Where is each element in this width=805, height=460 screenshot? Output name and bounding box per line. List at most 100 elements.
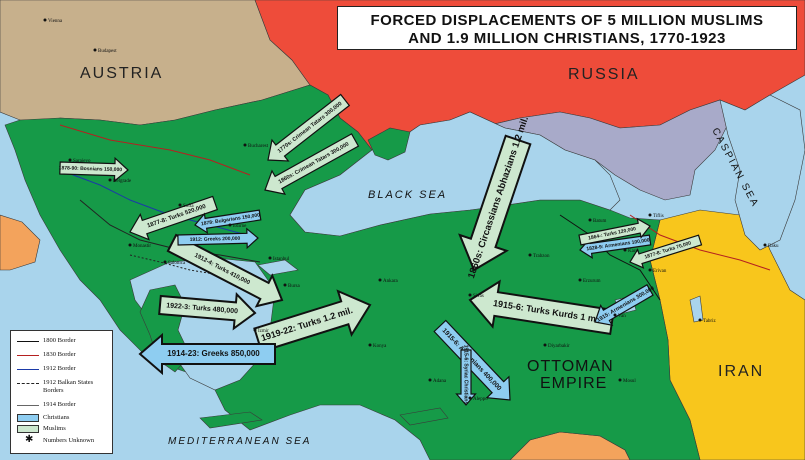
city-dot [648, 213, 652, 217]
city-dot [528, 253, 532, 257]
legend-row-unknown: ✱ Numbers Unknown [17, 434, 112, 453]
marmara [257, 259, 299, 276]
city-label: Konya [373, 344, 387, 349]
city-dot [588, 218, 592, 222]
migration-arrow [594, 283, 654, 327]
legend-row-christians: Christians [17, 414, 112, 424]
border-1830-east [629, 214, 771, 271]
city-label: Edirne [233, 224, 247, 229]
legend-label-christians: Christians [43, 414, 70, 421]
city-dot [368, 343, 372, 347]
city-label: Tiflis [653, 214, 664, 219]
city-label: Salonica [168, 261, 186, 266]
migration-arrow [253, 289, 372, 353]
border-1914 [79, 199, 261, 263]
city-label: Izmir [258, 329, 269, 334]
city-dot [468, 396, 472, 400]
city-label: Belgrade [113, 179, 132, 184]
migration-arrow [177, 227, 259, 250]
legend-label-muslims: Muslims [43, 425, 66, 432]
city-label: Monastir [133, 244, 151, 249]
legend-label-1914: 1914 Border [43, 401, 76, 408]
city-dot [378, 278, 382, 282]
city-label: Budapest [98, 49, 117, 54]
city-dot [613, 313, 617, 317]
city-dot [163, 260, 167, 264]
city-label: Vienna [48, 19, 63, 24]
city-label: Aleppo [473, 397, 488, 402]
city-dot [253, 328, 257, 332]
city-dot [228, 223, 232, 227]
city-dot [698, 318, 702, 322]
city-label: Batum [593, 219, 606, 224]
city-label: Adana [433, 379, 447, 384]
migration-arrow [433, 319, 511, 401]
migration-arrow [267, 93, 351, 162]
caspian-sea [719, 94, 805, 251]
city-label: Baku [768, 244, 779, 249]
label-austria: AUSTRIA [80, 65, 163, 82]
legend-row-balkan: 1912 Balkan States Borders [17, 379, 112, 397]
label-black-sea: BLACK SEA [368, 189, 447, 201]
migration-arrow [138, 332, 276, 376]
city-dot [623, 248, 627, 252]
migration-arrow [158, 292, 257, 331]
city-label: Bursa [288, 284, 300, 289]
border-1830 [59, 124, 251, 176]
label-mediterranean: MEDITERRANEAN SEA [168, 436, 311, 447]
title-line-2: AND 1.9 MILLION CHRISTIANS, 1770-1923 [408, 30, 726, 47]
city-dot [428, 378, 432, 382]
migration-arrow [629, 234, 703, 269]
city-dot [618, 378, 622, 382]
label-empire: EMPIRE [540, 375, 607, 392]
city-dot [578, 278, 582, 282]
crimea [367, 127, 411, 161]
title-line-1: FORCED DISPLACEMENTS OF 5 MILLION MUSLIM… [370, 12, 764, 29]
migration-arrow [468, 279, 615, 336]
city-dot [648, 268, 652, 272]
city-label: Istanbul [273, 257, 290, 262]
border-balkan [129, 254, 221, 276]
legend-row-1830: 1830 Border [17, 351, 112, 361]
city-label: Tabriz [703, 319, 716, 324]
legend-row-1914: 1914 Border [17, 401, 112, 411]
city-label: Mosul [623, 379, 636, 384]
city-label: Ankara [383, 279, 398, 284]
migration-arrow [129, 195, 219, 241]
legend-label-1912: 1912 Border [43, 365, 76, 372]
city-label: Erivan [653, 269, 667, 274]
city-label: Diyarbakir [548, 344, 570, 349]
legend-row-1800: 1800 Border [17, 337, 112, 347]
legend-label-1800: 1800 Border [43, 337, 76, 344]
legend-row-1912: 1912 Border [17, 365, 112, 375]
city-dot [178, 203, 182, 207]
city-label: Sofia [183, 204, 194, 209]
city-dot [763, 243, 767, 247]
migration-arrow-label: 1878-90: Bosnians 150,000 [59, 165, 123, 173]
city-label: Erzurum [583, 279, 601, 284]
migration-arrow [264, 133, 360, 195]
city-label: Kars [628, 249, 637, 254]
migration-arrow-label: 1915-6: Syriac Christians [463, 345, 469, 405]
lake-urmia [689, 295, 704, 323]
migration-arrow [458, 134, 532, 272]
migration-arrow [194, 209, 262, 234]
city-dot [268, 256, 272, 260]
city-dot [283, 283, 287, 287]
star-icon: ✱ [25, 434, 34, 445]
city-dot [68, 158, 72, 162]
crete [199, 411, 263, 429]
city-label: Van [618, 314, 626, 319]
migration-arrow [455, 349, 477, 406]
city-dot [243, 143, 247, 147]
cyprus [399, 407, 449, 426]
city-label: Trabzon [533, 254, 550, 259]
city-dot [93, 48, 97, 52]
migration-arrow [578, 217, 651, 246]
map-title: FORCED DISPLACEMENTS OF 5 MILLION MUSLIM… [337, 6, 797, 50]
migration-arrow [59, 156, 129, 183]
city-label: Sarajevo [73, 159, 91, 164]
legend-label-unknown: Numbers Unknown [43, 437, 95, 444]
city-label: Bucharest [248, 144, 269, 149]
label-russia: RUSSIA [568, 66, 640, 83]
